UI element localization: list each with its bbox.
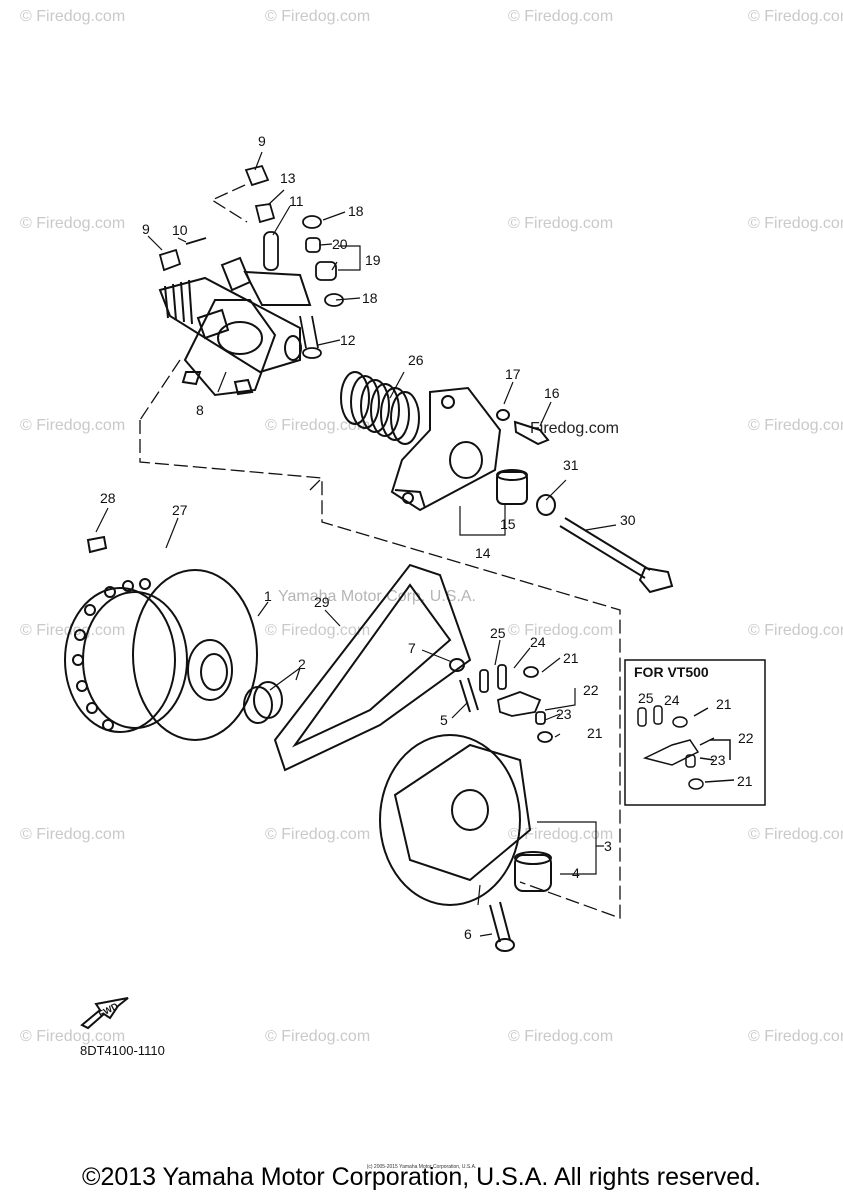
callout-29: 29 — [314, 594, 330, 610]
watermark: © Firedog.com — [265, 417, 371, 434]
callout-4: 4 — [572, 865, 580, 881]
callout-7: 7 — [408, 640, 416, 656]
callout-26: 26 — [408, 352, 424, 368]
fixed-sheave — [64, 535, 258, 741]
watermark: © Firedog.com — [748, 1028, 843, 1045]
inset-callout-23: 23 — [710, 752, 726, 768]
callout-18: 18 — [348, 203, 364, 219]
inset-title: FOR VT500 — [634, 664, 709, 680]
primary-sheave-shaft — [158, 256, 312, 397]
callout-23: 23 — [556, 706, 572, 722]
callout-28: 28 — [100, 490, 116, 506]
callout-19: 19 — [365, 252, 381, 268]
watermark: © Firedog.com — [748, 215, 843, 232]
watermark: © Firedog.com — [20, 8, 126, 25]
watermark: © Firedog.com — [508, 1028, 614, 1045]
callout-24: 24 — [530, 634, 546, 650]
ghost-text: Yamaha Motor Corp. U.S.A. — [278, 588, 476, 605]
bushing-and-bolts — [496, 409, 674, 594]
watermark: © Firedog.com — [265, 8, 371, 25]
inset-callout-25: 25 — [638, 690, 654, 706]
watermark: © Firedog.com — [20, 215, 126, 232]
watermark: © Firedog.com — [20, 417, 126, 434]
callout-21: 21 — [563, 650, 579, 666]
callout-21: 21 — [587, 725, 603, 741]
callout-9: 9 — [258, 133, 266, 149]
copyright-notice: ©2013 Yamaha Motor Corporation, U.S.A. A… — [82, 1163, 761, 1191]
callout-1: 1 — [264, 588, 272, 604]
inset-box — [624, 659, 766, 806]
watermark: © Firedog.com — [20, 826, 126, 843]
callout-2: 2 — [298, 656, 306, 672]
callout-5: 5 — [440, 712, 448, 728]
watermark: © Firedog.com — [748, 8, 843, 25]
fwd-arrow-icon — [80, 997, 129, 1030]
watermark: © Firedog.com — [748, 622, 843, 639]
watermark: © Firedog.com — [265, 1028, 371, 1045]
watermark: © Firedog.com — [20, 1028, 126, 1045]
watermark: © Firedog.com — [508, 622, 614, 639]
callout-25: 25 — [490, 625, 506, 641]
spring — [340, 371, 420, 445]
watermark: © Firedog.com — [508, 826, 614, 843]
watermark: © Firedog.com — [508, 215, 614, 232]
callout-13: 13 — [280, 170, 296, 186]
weights-right — [479, 664, 553, 743]
callout-3: 3 — [604, 838, 612, 854]
callout-17: 17 — [505, 366, 521, 382]
watermark: © Firedog.com — [265, 622, 371, 639]
callout-18: 18 — [362, 290, 378, 306]
secondary-sheave — [379, 658, 552, 952]
watermark: © Firedog.com — [748, 417, 843, 434]
inset-callout-22: 22 — [738, 730, 754, 746]
part-code: 8DT4100-1110 — [80, 1043, 165, 1058]
inset-callout-24: 24 — [664, 692, 680, 708]
callout-20: 20 — [332, 236, 348, 252]
inset-callout-21: 21 — [716, 696, 732, 712]
watermark-inline: Firedog.com — [530, 420, 619, 437]
fine-print: (c) 2005-2015 Yamaha Motor Corporation, … — [366, 1164, 477, 1170]
callout-15: 15 — [500, 516, 516, 532]
callout-22: 22 — [583, 682, 599, 698]
callout-16: 16 — [544, 385, 560, 401]
callout-12: 12 — [340, 332, 356, 348]
inset-callout-21: 21 — [737, 773, 753, 789]
weight-and-pins — [158, 164, 344, 359]
callout-10: 10 — [172, 222, 188, 238]
watermark: © Firedog.com — [20, 622, 126, 639]
drive-belt — [273, 563, 472, 772]
callout-30: 30 — [620, 512, 636, 528]
spider-cap — [390, 386, 502, 512]
callout-8: 8 — [196, 402, 204, 418]
seal — [243, 681, 283, 724]
callout-14: 14 — [475, 545, 491, 561]
callout-27: 27 — [172, 502, 188, 518]
callout-9: 9 — [142, 221, 150, 237]
dashed-guide-lines — [139, 184, 621, 919]
leader-lines — [95, 151, 617, 937]
watermark: © Firedog.com — [265, 826, 371, 843]
watermark: © Firedog.com — [508, 8, 614, 25]
callout-11: 11 — [289, 193, 304, 209]
callout-31: 31 — [563, 457, 579, 473]
callout-6: 6 — [464, 926, 472, 942]
watermark: © Firedog.com — [748, 826, 843, 843]
